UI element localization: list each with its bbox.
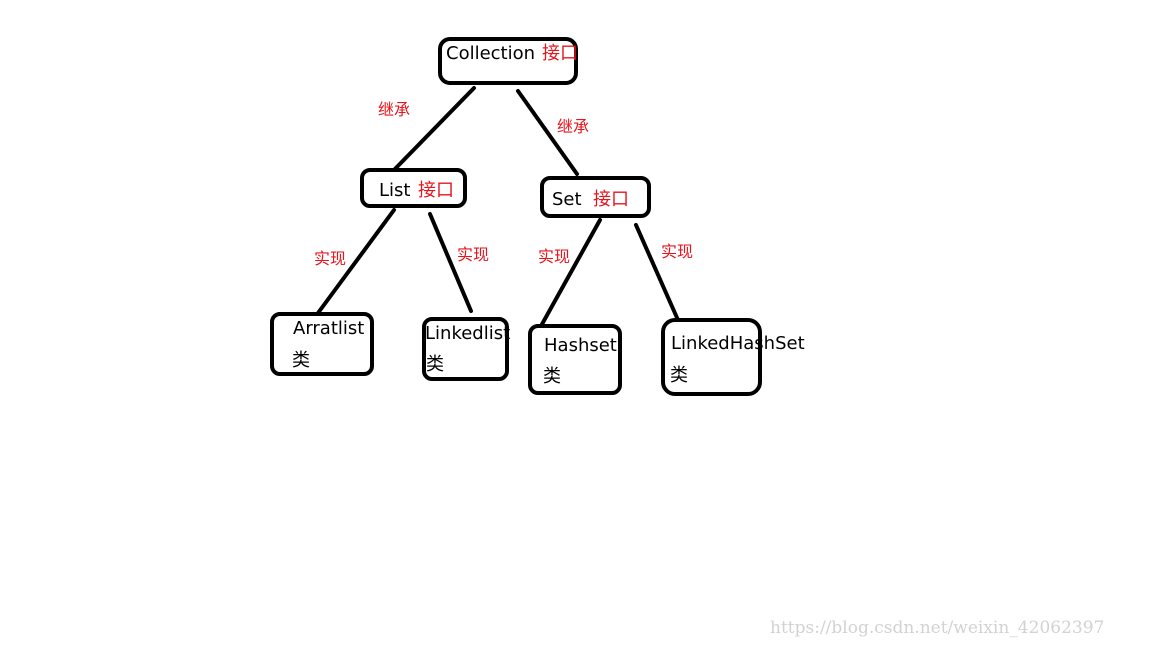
edge-list-arratlist [316,208,396,315]
node-hashset-name: Hashset [544,335,617,356]
edge-label-set-linkedhashset: 实现 [661,242,694,261]
node-linkedhashset [661,318,762,396]
edge-label-list-linkedlist: 实现 [457,245,490,264]
node-list [360,168,467,208]
node-linkedhashset-tag: 类 [670,365,688,386]
node-hashset [528,324,622,395]
edge-label-list-arratlist: 实现 [314,249,347,268]
node-list-name: List [379,180,411,201]
edge-collection-list [392,86,476,172]
watermark-text: https://blog.csdn.net/weixin_42062397 [770,618,1105,638]
edge-label-collection-list: 继承 [378,100,411,119]
edge-set-linkedhashset [634,223,680,322]
node-collection-tag: 接口 [542,43,578,64]
node-linkedhashset-name: LinkedHashSet [671,333,805,354]
node-collection [438,37,578,85]
node-set [540,176,651,218]
node-arratlist-name: Arratlist [293,318,365,339]
node-set-tag: 接口 [593,189,629,210]
node-linkedlist [422,317,509,381]
node-collection-name: Collection [446,43,536,64]
node-hashset-tag: 类 [543,366,561,387]
edge-list-linkedlist [428,212,473,313]
edge-label-set-hashset: 实现 [538,247,571,266]
node-linkedlist-name: Linkedlist [425,323,511,344]
node-set-name: Set [552,189,582,210]
edge-label-collection-set: 继承 [557,117,590,136]
node-arratlist [270,312,374,376]
node-arratlist-tag: 类 [292,350,310,371]
edge-collection-set [516,89,579,176]
edge-set-hashset [539,218,602,328]
node-list-tag: 接口 [418,180,454,201]
node-linkedlist-tag: 类 [426,354,444,375]
